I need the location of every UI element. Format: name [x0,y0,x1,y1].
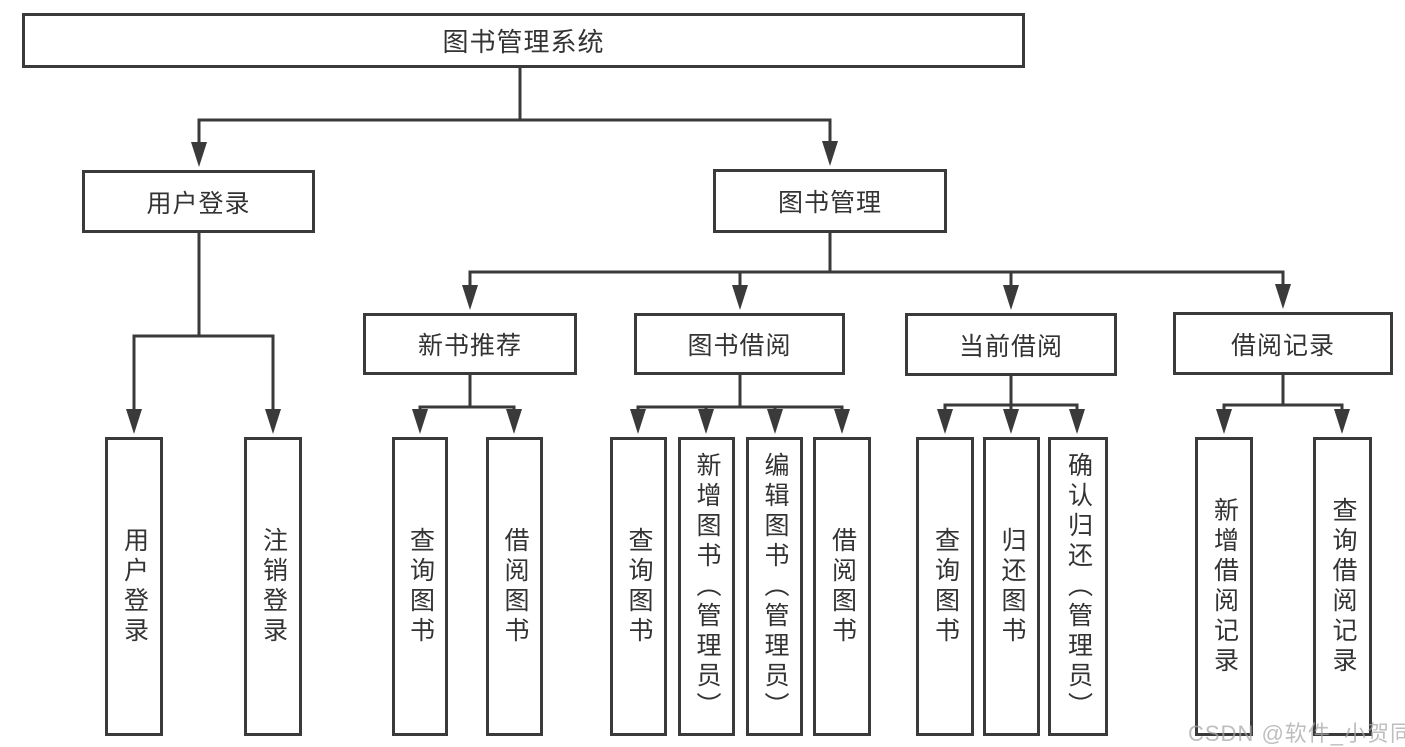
node-current-borrowing: 当前借阅 [905,313,1117,376]
leaf-edit-books-admin: 编辑图书（管理员） [746,437,803,736]
leaf-confirm-return-admin: 确认归还（管理员） [1048,437,1108,736]
arrowhead-icons [126,141,1350,434]
leaf-return-books: 归还图书 [983,437,1040,736]
node-new-book-recommendation: 新书推荐 [363,313,577,375]
leaf-logout: 注销登录 [244,437,302,736]
leaf-query-books-recommend: 查询图书 [392,437,448,736]
node-borrowing-records: 借阅记录 [1173,312,1393,375]
leaf-borrow-books-recommend: 借阅图书 [486,437,543,736]
leaf-query-books-current: 查询图书 [916,437,974,736]
csdn-watermark: CSDN @软件_小贺同学 [1188,721,1405,746]
node-book-borrowing: 图书借阅 [634,313,845,375]
leaf-add-borrow-record: 新增借阅记录 [1195,437,1253,736]
leaf-borrow-books-borrowing: 借阅图书 [813,437,871,736]
leaf-add-books-admin: 新增图书（管理员） [678,437,735,736]
node-library-system: 图书管理系统 [22,13,1025,68]
node-book-management: 图书管理 [713,169,947,233]
leaf-query-books-borrowing: 查询图书 [610,437,667,736]
leaf-user-login: 用户登录 [105,437,163,736]
leaf-query-borrow-record: 查询借阅记录 [1313,437,1372,736]
node-user-login: 用户登录 [82,170,315,233]
